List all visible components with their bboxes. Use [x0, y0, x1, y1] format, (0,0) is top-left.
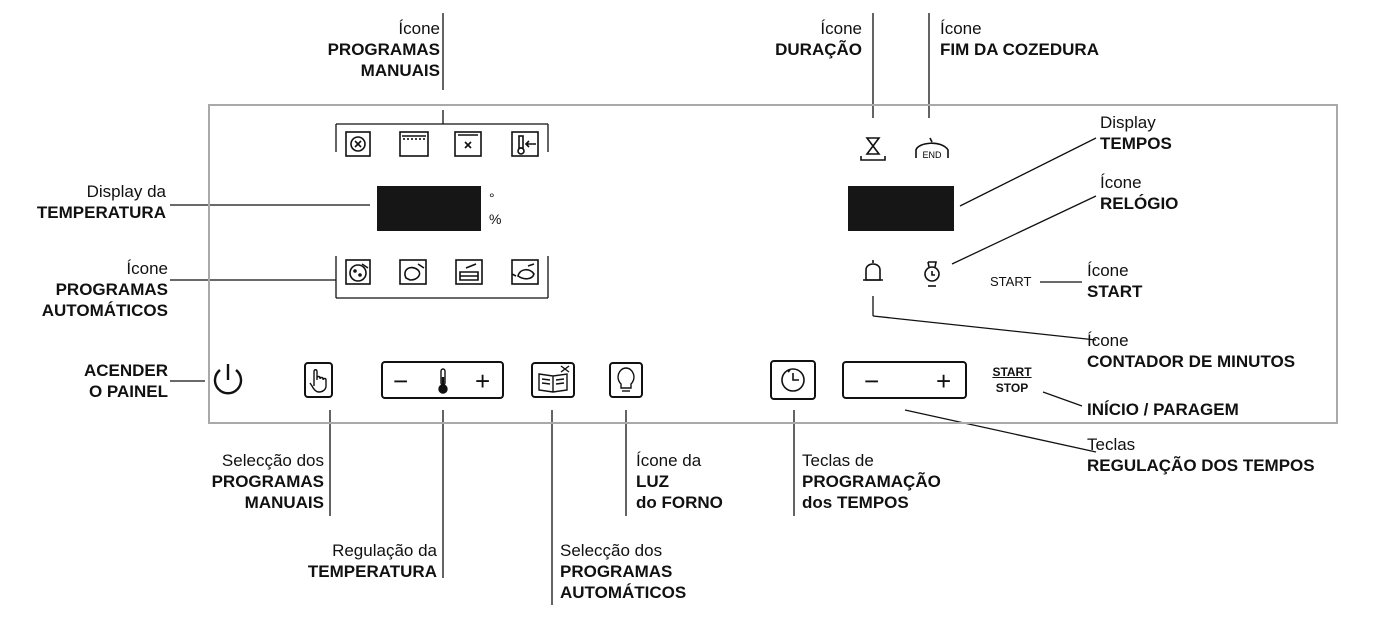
clock-key-icon — [781, 368, 805, 392]
temperature-minus[interactable]: − — [393, 366, 409, 396]
label-time-programming: Teclas de PROGRAMAÇÃO dos TEMPOS — [802, 451, 941, 512]
time-minus[interactable]: − — [864, 366, 880, 396]
pizza-icon — [345, 259, 371, 285]
start-stop-top: START — [992, 365, 1032, 379]
label-select-manual-programs: Selecção dos PROGRAMAS MANUAIS — [211, 451, 324, 512]
percent-unit: % — [489, 211, 502, 227]
label-icon-manual-programs: Ícone PROGRAMAS MANUAIS — [327, 19, 440, 80]
oven-light-key[interactable] — [609, 362, 643, 398]
start-stop-key[interactable]: START STOP — [990, 364, 1034, 396]
probe-icon — [511, 131, 539, 157]
temperature-plus[interactable]: + — [475, 366, 491, 396]
meat-icon — [399, 259, 427, 285]
thermometer-icon — [438, 368, 448, 394]
grill-fan-icon — [454, 131, 482, 157]
hand-pointer-icon — [309, 369, 327, 393]
manual-programs-key[interactable] — [304, 362, 333, 398]
poultry-icon — [511, 259, 539, 285]
bulb-icon — [617, 367, 635, 392]
bell-icon — [863, 260, 883, 281]
label-display-temperature: Display da TEMPERATURA — [36, 182, 166, 222]
time-programming-key[interactable] — [770, 360, 816, 400]
auto-programs-icon-row — [345, 259, 539, 285]
end-icon: END — [915, 137, 949, 160]
top-heat-icon — [399, 131, 429, 157]
label-time-adjust: Teclas REGULAÇÃO DOS TEMPOS — [1087, 435, 1315, 475]
times-display — [848, 186, 954, 231]
label-icon-start: Ícone START — [1087, 261, 1143, 301]
control-panel — [208, 104, 1338, 424]
end-text: END — [922, 150, 942, 160]
cake-icon — [455, 259, 483, 285]
label-icon-minute-timer: Ícone CONTADOR DE MINUTOS — [1087, 331, 1296, 371]
label-display-times: Display TEMPOS — [1100, 113, 1172, 153]
time-plus[interactable]: + — [936, 366, 952, 396]
hourglass-icon — [860, 137, 886, 161]
start-icon-text: START — [990, 274, 1032, 289]
time-adjust-key[interactable]: − + — [842, 361, 967, 399]
label-temperature-adjust: Regulação da TEMPERATURA — [307, 541, 437, 581]
label-oven-light: Ícone da LUZ do FORNO — [636, 451, 723, 512]
label-icon-end-cooking: Ícone FIM DA COZEDURA — [940, 19, 1099, 59]
label-icon-clock: Ícone RELÓGIO — [1100, 173, 1179, 213]
temperature-adjust-key[interactable]: − + — [381, 361, 504, 399]
label-power-on: ACENDER O PAINEL — [83, 361, 168, 401]
power-icon[interactable] — [208, 360, 248, 402]
label-start-stop: INÍCIO / PARAGEM — [1087, 400, 1239, 419]
fan-icon — [345, 131, 371, 157]
book-icon — [538, 365, 570, 393]
auto-programs-key[interactable] — [531, 362, 575, 398]
label-select-auto-programs: Selecção dos PROGRAMAS AUTOMÁTICOS — [560, 541, 687, 602]
temperature-display — [377, 186, 481, 231]
manual-programs-icon-row — [345, 131, 539, 157]
watch-icon — [924, 261, 940, 287]
start-stop-bottom: STOP — [995, 381, 1029, 395]
label-icon-duration: Ícone DURAÇÃO — [775, 19, 862, 59]
degree-unit: ° — [489, 190, 495, 206]
label-icon-auto-programs: Ícone PROGRAMAS AUTOMÁTICOS — [41, 259, 168, 320]
